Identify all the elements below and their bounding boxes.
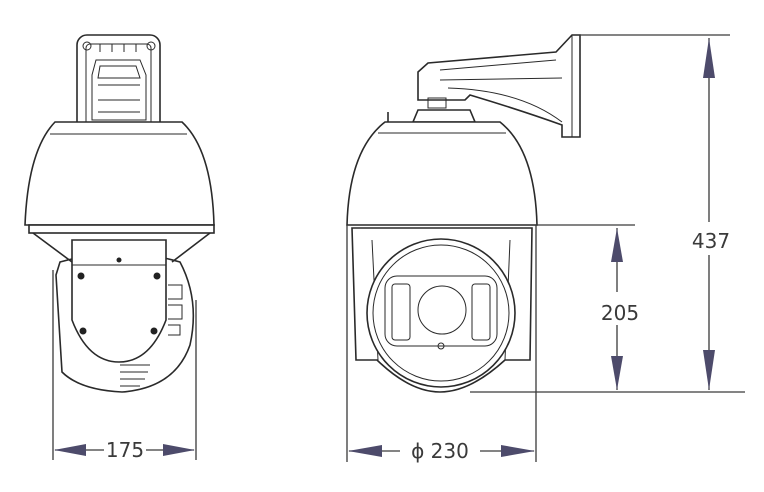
diameter-label: ϕ 230 [411,439,469,463]
dome-side [24,121,215,234]
arrow-right-icon [163,444,195,456]
dome-front [346,109,538,226]
wall-bracket [387,34,581,138]
arrow-down-icon [703,350,715,390]
arrow-up-icon [611,228,623,262]
width-side-label: 175 [106,438,144,462]
arrow-left-icon [348,445,382,457]
body-front [351,227,533,393]
arrow-up-icon [703,38,715,78]
mount-bracket-side [76,34,161,138]
arrow-left-icon [54,444,86,456]
height-total-label: 437 [692,229,730,253]
side-view: 175 [24,34,215,462]
arrow-down-icon [611,356,623,390]
body-side [32,232,211,393]
height-lower-label: 205 [601,301,639,325]
arrow-right-icon [501,445,535,457]
front-view: ϕ 230 205 437 [346,34,745,463]
